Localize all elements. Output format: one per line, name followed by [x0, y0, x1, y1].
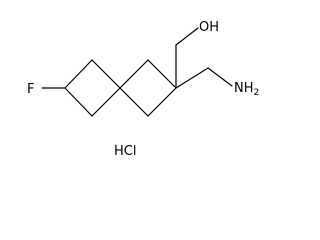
bond-ch2-n — [207, 67, 233, 87]
amine-label-subscript: 2 — [254, 88, 260, 98]
bond-spiro-bottom — [91, 87, 121, 117]
bond-quaternary-ch2-n — [175, 67, 209, 89]
bond-bottom-left — [64, 87, 93, 117]
fluorine-label: F — [27, 82, 34, 97]
bond-top-right-quaternary — [147, 59, 177, 89]
bond-quaternary-bottom-right — [147, 87, 177, 117]
structure-diagram: F OH NH2 HCl — [27, 20, 259, 159]
bond-left-top — [64, 59, 93, 89]
bond-top-spiro — [91, 59, 121, 89]
left-cyclobutane-ring — [64, 59, 121, 117]
salt-label: HCl — [114, 144, 136, 159]
amine-label-main: NH — [234, 81, 254, 96]
bond-spiro-top-right — [119, 59, 149, 89]
bond-bottom-right-spiro — [119, 87, 149, 117]
bond-ch2-oh — [175, 27, 199, 46]
right-cyclobutane-ring — [119, 59, 177, 117]
hydroxyl-label: OH — [199, 20, 219, 35]
amine-label: NH2 — [234, 81, 259, 98]
